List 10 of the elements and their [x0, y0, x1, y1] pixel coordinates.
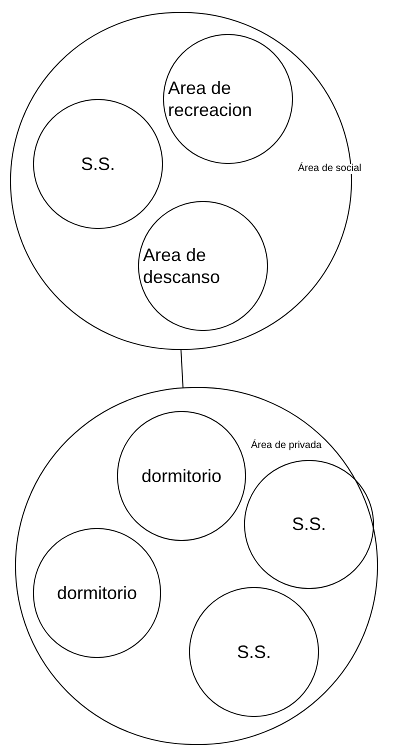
- connector-line: [180, 350, 184, 388]
- room-label: dormitorio: [140, 464, 223, 488]
- room-label: S.S.: [290, 513, 327, 536]
- room-label: Area de recreacion: [167, 76, 254, 122]
- room-label: S.S.: [80, 152, 116, 176]
- room-label: Area de descanso: [142, 244, 222, 288]
- room-label: S.S.: [236, 640, 272, 664]
- zone-label: Área de social: [298, 164, 362, 174]
- zone-label: Área de privada: [251, 441, 322, 451]
- room-label: dormitorio: [56, 582, 138, 604]
